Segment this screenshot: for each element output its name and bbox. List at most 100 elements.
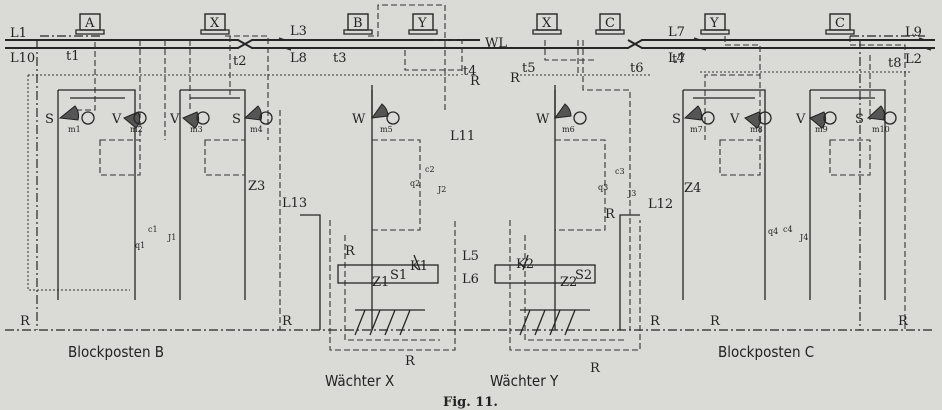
label-z4: Z4 [684, 181, 701, 196]
return-labels: R R R R R R R R R R R [20, 71, 909, 376]
signal-W-m5: Wm5 [352, 85, 400, 134]
signal-V-m3: Vm3 [169, 111, 210, 134]
label-m7: m7 [690, 125, 703, 134]
signal-S-m1: Sm1 [45, 105, 95, 134]
label-q4: q4 [768, 227, 778, 236]
label-blockposten-b: Blockposten B [68, 343, 164, 361]
label-r: R [470, 74, 481, 89]
wiring [5, 4, 935, 331]
station-captions: Blockposten B Blockposten C Wächter X Wä… [68, 343, 814, 410]
label-l9: L9 [905, 25, 922, 40]
label-x: X [210, 16, 220, 31]
contact-labels: Z1 Z2 Z3 Z4 K1 K2 S1 S2 [248, 179, 701, 290]
track-lines [5, 37, 935, 51]
label-r: R [710, 314, 721, 329]
label-q2: q2 [410, 179, 420, 188]
label-w: W [352, 112, 366, 127]
label-m4: m4 [250, 125, 263, 134]
guard-apparatus [337, 254, 596, 336]
label-s: S [45, 112, 54, 127]
label-c: C [605, 16, 615, 31]
label-r: R [405, 354, 416, 369]
label-y: Y [709, 16, 719, 31]
signal-S-m4: Sm4 [232, 105, 273, 134]
label-v: V [729, 112, 740, 127]
label-z1: Z1 [372, 275, 389, 290]
label-m5: m5 [380, 125, 393, 134]
label-l5: L5 [462, 249, 479, 264]
label-c4: c4 [783, 225, 793, 234]
label-c3: c3 [615, 167, 625, 176]
label-l6: L6 [462, 272, 479, 287]
signal-S-m7: Sm7 [672, 105, 715, 134]
label-c1: c1 [148, 225, 158, 234]
figure-caption: Fig. 11. [443, 395, 498, 410]
label-r: R [510, 71, 521, 86]
label-j1: J1 [167, 233, 176, 242]
label-v: V [795, 112, 806, 127]
label-j2: J2 [437, 185, 446, 194]
label-l12: L12 [648, 197, 673, 212]
signal-V-m2: Vm2 [111, 111, 147, 134]
label-blockposten-c: Blockposten C [718, 343, 814, 361]
instrument-Y2: Y [700, 13, 730, 35]
label-w: W [536, 112, 550, 127]
label-v: V [169, 112, 180, 127]
instrument-C2: C [825, 13, 855, 35]
label-r: R [590, 361, 601, 376]
label-t3: t3 [333, 51, 347, 66]
label-l7: L7 [668, 25, 685, 40]
label-q1: q1 [135, 241, 145, 250]
instrument-X: X [200, 13, 230, 35]
label-l1: L1 [10, 26, 27, 41]
label-l10: L10 [10, 51, 35, 66]
label-m2: m2 [130, 125, 143, 134]
signal-frames [57, 89, 886, 351]
label-x: X [542, 16, 552, 31]
signal-V-m9: Vm9 [795, 111, 837, 134]
label-l11: L11 [450, 129, 475, 144]
label-c: C [835, 16, 845, 31]
label-s: S [855, 112, 864, 127]
label-l8: L8 [290, 51, 307, 66]
label-j3: J3 [627, 189, 636, 198]
label-l4: L4 [668, 51, 685, 66]
label-t5: t5 [522, 61, 536, 76]
line-labels: L1 L10 L3 L8 WL L7 L4 L9 L2 L11 L12 L13 … [10, 24, 922, 287]
instrument-B: B [343, 13, 373, 35]
label-q3: q3 [598, 183, 608, 192]
label-m3: m3 [190, 125, 203, 134]
label-l13: L13 [282, 196, 307, 211]
label-t7: t7 [672, 52, 686, 67]
label-s2: S2 [575, 268, 592, 283]
label-m10: m10 [872, 125, 890, 134]
label-wl: WL [485, 36, 507, 51]
label-z2: Z2 [560, 275, 577, 290]
label-v: V [111, 112, 122, 127]
label-t6: t6 [630, 61, 644, 76]
label-r: R [20, 314, 31, 329]
label-s: S [672, 112, 681, 127]
label-m1: m1 [68, 125, 81, 134]
label-r: R [605, 207, 616, 222]
label-r: R [282, 314, 293, 329]
label-b: B [353, 16, 363, 31]
signal-V-m8: Vm8 [729, 111, 772, 134]
instrument-X2: X [532, 13, 562, 35]
label-c2: c2 [425, 165, 435, 174]
label-s: S [232, 112, 241, 127]
label-l2: L2 [905, 52, 922, 67]
instrument-A: A [75, 13, 105, 35]
label-k2: K2 [516, 257, 534, 272]
label-j4: J4 [799, 233, 808, 242]
label-m8: m8 [750, 125, 763, 134]
signal-W-m6: Wm6 [536, 85, 587, 134]
label-w-chter-x: Wächter X [325, 372, 394, 390]
label-l3: L3 [290, 24, 307, 39]
instrument-C: C [595, 13, 625, 35]
instrument-boxes: A X B Y X C Y C [75, 13, 855, 35]
